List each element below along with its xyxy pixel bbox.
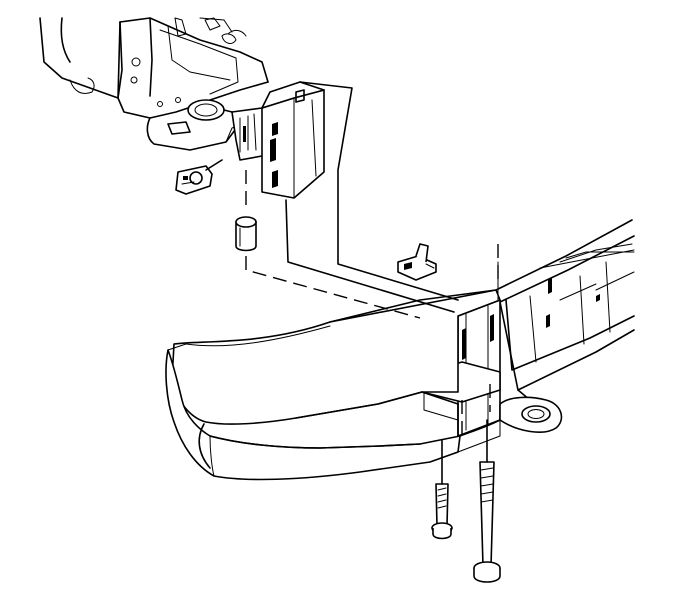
bumper-bolt-short: [431, 483, 453, 540]
bumper-bolt-long: [473, 461, 501, 583]
bumper-fascia: [165, 289, 501, 481]
frame-spacer-small: [235, 216, 257, 252]
vehicle-frame-rail: [39, 17, 269, 119]
nut-retainer: [175, 159, 223, 195]
tow-hook-bracket: [146, 99, 239, 151]
bumper-mounting-bracket: [231, 107, 267, 161]
frame-spacer: [261, 81, 325, 199]
j-nut: [397, 243, 437, 281]
assembly-alignment-lines: [245, 81, 499, 485]
bumper-tow-hook: [499, 396, 563, 433]
